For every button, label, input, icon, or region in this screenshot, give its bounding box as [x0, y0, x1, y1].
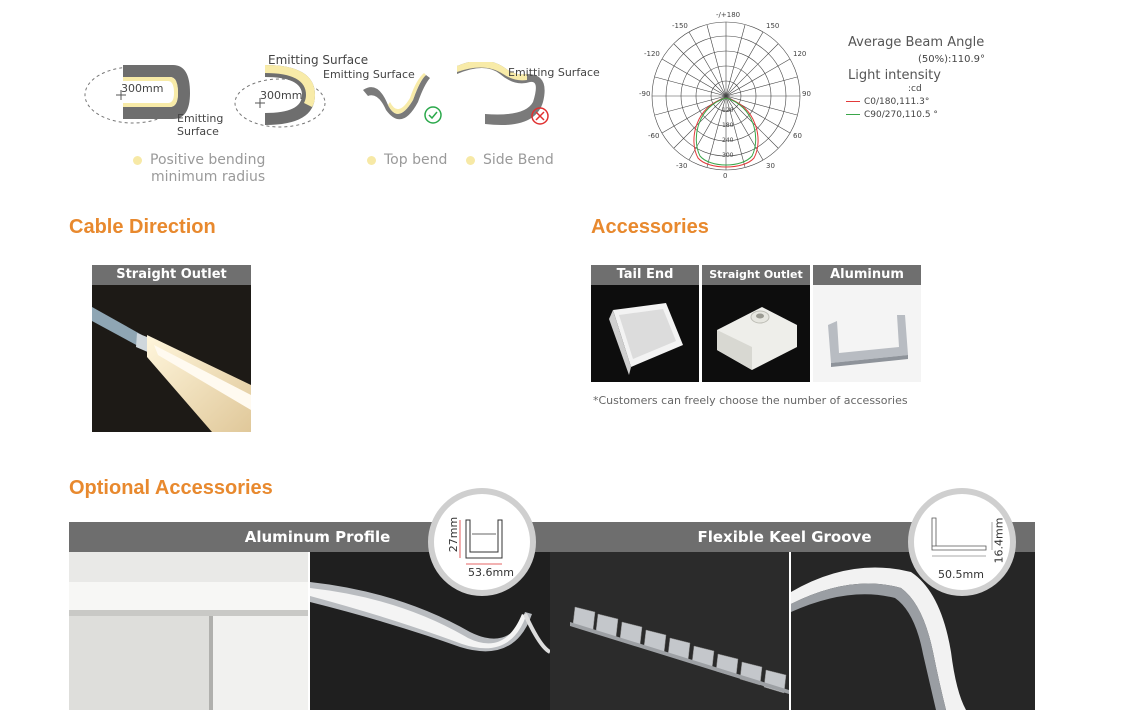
legend: C0/180,111.3° C90/270,110.5 °	[846, 96, 938, 122]
flexible-keel-groove-label: Flexible Keel Groove	[697, 528, 872, 546]
caption-positive-bending: Positive bending minimum radius	[133, 152, 265, 186]
keel-groove-photo-1	[550, 552, 789, 710]
aluminum-clips-photo	[813, 285, 921, 382]
tick-p120: 120	[793, 50, 807, 58]
aluminum-clips-image	[828, 315, 908, 367]
check-icon	[424, 106, 442, 124]
tick-n150: -150	[672, 22, 688, 30]
caption-positive-line1-row: Positive bending	[133, 152, 265, 169]
profile-width-label: 53.6mm	[468, 566, 514, 579]
tail-end-image	[609, 303, 683, 375]
beam-angle-value: (50%):110.9°	[918, 54, 986, 65]
tick-n120: -120	[644, 50, 660, 58]
light-intensity-unit: :cd	[908, 84, 922, 94]
tick-p60: 60	[793, 132, 802, 140]
caption-positive-line2: minimum radius	[151, 169, 266, 185]
tick-p90: 90	[802, 90, 811, 98]
tick-p150: 150	[766, 22, 780, 30]
caption-positive-line1: Positive bending	[150, 152, 266, 168]
bullet-icon	[367, 155, 376, 165]
tick-n30: -30	[676, 162, 688, 170]
polar-grid	[651, 21, 801, 171]
tick-p30: 30	[766, 162, 775, 170]
straight-outlet-plug-image	[717, 307, 797, 370]
optional-accessories-title: Optional Accessories	[69, 477, 273, 499]
aluminum-profile-photo-1	[69, 552, 308, 710]
tail-end-photo	[591, 285, 699, 382]
accessories-title: Accessories	[591, 216, 709, 238]
accessory-header-tail-end: Tail End	[591, 265, 699, 285]
aluminum-profile-label: Aluminum Profile	[244, 528, 391, 546]
emitting-surface-text-1: Emitting Surface	[177, 112, 224, 138]
radius-label-1: 300mm	[121, 82, 164, 95]
legend-label-c0: C0/180,111.3°	[864, 97, 930, 107]
side-bend-diagram	[455, 60, 555, 130]
radius-label-2: 300mm	[260, 89, 303, 102]
cable-direction-title: Cable Direction	[69, 216, 216, 238]
aluminum-profile-image-2	[310, 582, 550, 654]
caption-side-text: Side Bend	[483, 152, 554, 168]
keel-groove-image-2	[791, 567, 966, 710]
caption-side-bend: Side Bend	[466, 152, 554, 168]
emitting-surface-label-3: Emitting Surface	[323, 68, 415, 81]
tick-zero: 0	[723, 172, 728, 180]
top-bend-diagram	[358, 60, 448, 130]
polar-chart: -/+180 -150 150 -120 120 -90 90 -60 60 -…	[636, 10, 816, 182]
tick-top: -/+180	[716, 11, 741, 19]
straight-outlet-plug-photo	[702, 285, 810, 382]
tick-n60: -60	[648, 132, 660, 140]
straight-outlet-image	[92, 307, 251, 432]
bending-shape-1	[84, 65, 190, 124]
tick-n90: -90	[639, 90, 651, 98]
legend-item-c0: C0/180,111.3°	[846, 96, 938, 109]
profile-dimension-circle: 27mm 53.6mm	[428, 488, 536, 596]
light-intensity-title: Light intensity	[848, 68, 941, 83]
tick-r240: 240	[722, 137, 734, 144]
emitting-surface-label-1: Emitting Surface	[177, 112, 237, 138]
tick-r120: 120	[722, 107, 734, 114]
profile-cross-section	[459, 519, 503, 565]
legend-swatch-c0	[846, 101, 860, 102]
polar-chart-svg	[651, 21, 801, 171]
cross-icon	[531, 107, 549, 125]
curve-c0-180	[693, 97, 759, 168]
legend-item-c90: C90/270,110.5 °	[846, 109, 938, 122]
profile-height-label: 27mm	[447, 516, 461, 553]
caption-top-bend: Top bend	[367, 152, 447, 168]
legend-label-c90: C90/270,110.5 °	[864, 110, 938, 120]
straight-outlet-photo	[92, 285, 251, 432]
emitting-surface-label-4: Emitting Surface	[508, 66, 600, 79]
keel-groove-image-1	[570, 606, 789, 694]
emitting-surface-label-2: Emitting Surface	[268, 53, 369, 67]
aluminum-profile-image-1	[69, 582, 308, 710]
groove-cross-section	[931, 517, 993, 557]
legend-swatch-c90	[846, 114, 860, 115]
beam-angle-title: Average Beam Angle	[848, 35, 985, 50]
positive-bending-diagram-2	[220, 55, 355, 130]
caption-top-text: Top bend	[384, 152, 448, 168]
groove-width-label: 50.5mm	[938, 568, 984, 581]
groove-dimension-circle: 50.5mm 16.4mm	[908, 488, 1016, 596]
side-bend-shape	[457, 60, 549, 126]
tick-r300: 300	[722, 152, 734, 159]
top-bend-shape	[363, 73, 442, 124]
groove-height-label: 16.4mm	[992, 517, 1006, 564]
positive-bending-diagram	[78, 55, 208, 130]
straight-outlet-header: Straight Outlet	[92, 265, 251, 285]
tick-r180: 180	[722, 122, 734, 129]
accessories-note: *Customers can freely choose the number …	[593, 394, 908, 407]
bullet-icon	[466, 155, 475, 165]
bending-shape-2	[234, 65, 326, 128]
bullet-icon	[133, 155, 142, 165]
curve-c90-270	[695, 97, 757, 166]
